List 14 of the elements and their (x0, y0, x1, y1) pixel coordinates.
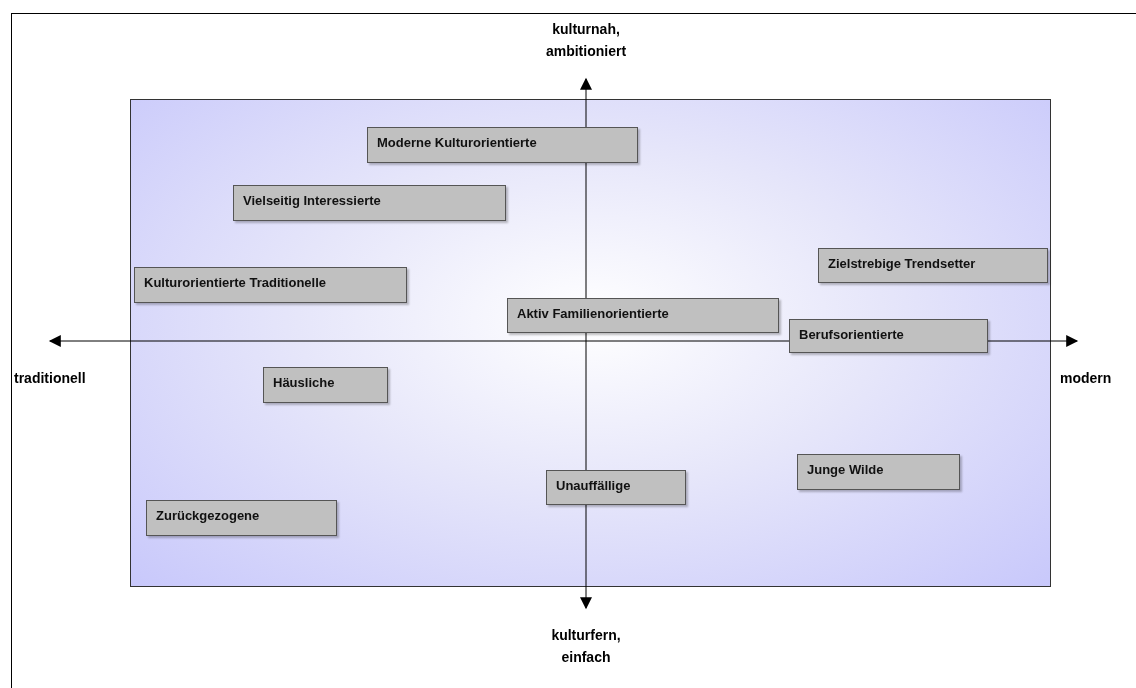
segment-box: Kulturorientierte Traditionelle (134, 267, 407, 303)
axis-label: kulturfern, einfach (550, 626, 622, 667)
segment-box: Häusliche (263, 367, 388, 403)
segment-box: Zielstrebige Trendsetter (818, 248, 1048, 283)
segment-box: Vielseitig Interessierte (233, 185, 506, 221)
segment-box: Berufsorientierte (789, 319, 988, 353)
axis-label: traditionell (14, 369, 86, 388)
segment-box: Unauffällige (546, 470, 686, 505)
segment-box: Moderne Kulturorientierte (367, 127, 638, 163)
segment-box: Zurückgezogene (146, 500, 337, 536)
axis-label: modern (1060, 369, 1112, 388)
segment-box: Aktiv Familienorientierte (507, 298, 779, 333)
segment-box: Junge Wilde (797, 454, 960, 490)
axis-label: kulturnah, ambitioniert (544, 20, 628, 61)
